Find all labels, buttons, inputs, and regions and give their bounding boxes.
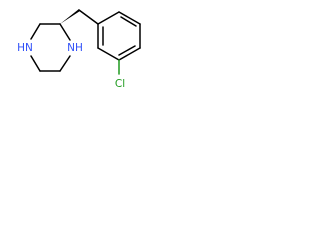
piperazine-ring [30, 23, 71, 72]
bond-ch2-aryl [78, 9, 99, 25]
bond-ar-double-1 [120, 16, 137, 27]
bond-ar-2 [118, 11, 141, 25]
benzene-ring [97, 11, 141, 61]
hn-atom-label: HN [17, 42, 33, 54]
chlorine-atom-label: Cl [115, 78, 125, 90]
bond-ar-4 [118, 47, 141, 61]
bond-ar-1 [97, 11, 120, 25]
bond-n1-c2 [59, 23, 71, 41]
bond-c3-n4 [30, 23, 41, 40]
bond-ar-5 [97, 47, 120, 61]
bond-ar-double-2 [118, 45, 136, 56]
bond-n4-c5 [30, 55, 41, 72]
molecule-diagram: NH HN Cl [17, 9, 141, 90]
stereo-wedge-bond [60, 9, 80, 24]
nh-atom-label: NH [67, 42, 83, 54]
bond-c6-n1 [59, 55, 71, 72]
